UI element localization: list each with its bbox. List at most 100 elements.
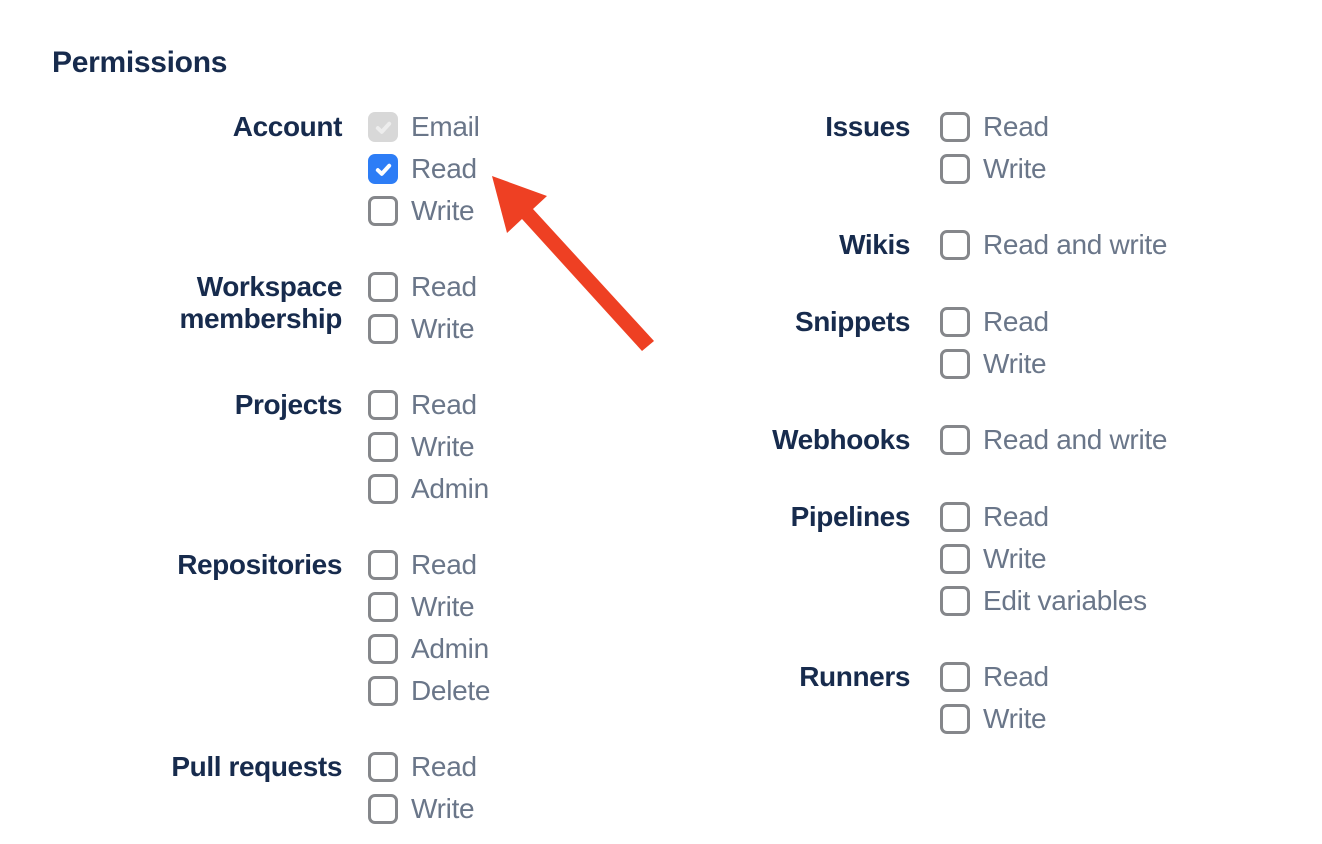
option-repositories-delete[interactable]: Delete xyxy=(368,676,490,706)
option-repositories-admin[interactable]: Admin xyxy=(368,634,490,664)
checkbox-label-projects-read[interactable]: Read xyxy=(411,389,477,420)
permission-group-label-runners: Runners xyxy=(799,661,910,692)
permission-group-label-pull-requests: Pull requests xyxy=(171,751,342,782)
option-workspace-membership-write[interactable]: Write xyxy=(368,314,477,344)
permission-options: Read Write xyxy=(940,112,1049,184)
permission-options: Read and write xyxy=(940,425,1167,455)
option-pipelines-write[interactable]: Write xyxy=(940,544,1147,574)
checkbox-workspace-membership-read[interactable] xyxy=(368,272,398,302)
option-issues-write[interactable]: Write xyxy=(940,154,1049,184)
option-projects-admin[interactable]: Admin xyxy=(368,474,489,504)
option-snippets-read[interactable]: Read xyxy=(940,307,1049,337)
permission-group-label-webhooks: Webhooks xyxy=(772,424,910,455)
option-pipelines-read[interactable]: Read xyxy=(940,502,1147,532)
option-workspace-membership-read[interactable]: Read xyxy=(368,272,477,302)
checkbox-snippets-read[interactable] xyxy=(940,307,970,337)
checkbox-label-repositories-admin[interactable]: Admin xyxy=(411,633,489,664)
permissions-column-left: Account Email Read Write Workspace membe… xyxy=(52,111,490,824)
checkbox-repositories-delete[interactable] xyxy=(368,676,398,706)
checkbox-label-wikis-read-and-write[interactable]: Read and write xyxy=(983,229,1168,260)
permission-group-label-snippets: Snippets xyxy=(794,306,910,337)
checkbox-label-pull-requests-write[interactable]: Write xyxy=(411,793,475,824)
permission-group-label-workspace-membership: Workspace membership xyxy=(179,271,343,334)
checkbox-label-account-write[interactable]: Write xyxy=(411,195,475,226)
permission-options: Read Write Admin xyxy=(368,390,489,504)
option-issues-read[interactable]: Read xyxy=(940,112,1049,142)
permission-group-webhooks: Webhooks Read and write xyxy=(740,424,1167,456)
option-webhooks-read-and-write[interactable]: Read and write xyxy=(940,425,1167,455)
option-projects-read[interactable]: Read xyxy=(368,390,489,420)
checkbox-pull-requests-write[interactable] xyxy=(368,794,398,824)
option-pipelines-edit-variables[interactable]: Edit variables xyxy=(940,586,1147,616)
option-projects-write[interactable]: Write xyxy=(368,432,489,462)
checkbox-projects-admin[interactable] xyxy=(368,474,398,504)
checkbox-label-repositories-write[interactable]: Write xyxy=(411,591,475,622)
checkbox-label-snippets-write[interactable]: Write xyxy=(983,348,1047,379)
option-repositories-write[interactable]: Write xyxy=(368,592,490,622)
permission-options: Read Write Edit variables xyxy=(940,502,1147,616)
permission-options: Read Write xyxy=(940,662,1049,734)
checkbox-webhooks-read-and-write[interactable] xyxy=(940,425,970,455)
permission-group-pull-requests: Pull requests Read Write xyxy=(52,751,490,824)
checkbox-issues-read[interactable] xyxy=(940,112,970,142)
permission-group-workspace-membership: Workspace membership Read Write xyxy=(52,271,490,344)
option-pull-requests-write[interactable]: Write xyxy=(368,794,477,824)
checkbox-pipelines-write[interactable] xyxy=(940,544,970,574)
checkbox-projects-read[interactable] xyxy=(368,390,398,420)
checkbox-label-workspace-membership-write[interactable]: Write xyxy=(411,313,475,344)
permission-group-label-projects: Projects xyxy=(234,389,343,420)
checkbox-repositories-read[interactable] xyxy=(368,550,398,580)
checkbox-workspace-membership-write[interactable] xyxy=(368,314,398,344)
checkbox-repositories-admin[interactable] xyxy=(368,634,398,664)
option-runners-read[interactable]: Read xyxy=(940,662,1049,692)
permission-options: Read Write xyxy=(368,752,477,824)
checkbox-account-write[interactable] xyxy=(368,196,398,226)
checkbox-runners-write[interactable] xyxy=(940,704,970,734)
checkbox-label-projects-write[interactable]: Write xyxy=(411,431,475,462)
checkbox-runners-read[interactable] xyxy=(940,662,970,692)
option-account-read[interactable]: Read xyxy=(368,154,480,184)
permission-options: Read Write xyxy=(368,272,477,344)
checkbox-label-projects-admin[interactable]: Admin xyxy=(411,473,489,504)
option-pull-requests-read[interactable]: Read xyxy=(368,752,477,782)
option-snippets-write[interactable]: Write xyxy=(940,349,1049,379)
checkbox-label-pull-requests-read[interactable]: Read xyxy=(411,751,477,782)
checkbox-label-pipelines-read[interactable]: Read xyxy=(983,501,1049,532)
checkbox-label-pipelines-write[interactable]: Write xyxy=(983,543,1047,574)
checkbox-label-pipelines-edit-variables[interactable]: Edit variables xyxy=(983,585,1147,616)
checkbox-label-account-read[interactable]: Read xyxy=(411,153,477,184)
option-wikis-read-and-write[interactable]: Read and write xyxy=(940,230,1167,260)
checkbox-label-snippets-read[interactable]: Read xyxy=(983,306,1049,337)
permission-group-label-account: Account xyxy=(232,111,343,142)
permission-group-repositories: Repositories Read Write Admin xyxy=(52,549,490,706)
checkbox-label-repositories-delete[interactable]: Delete xyxy=(411,675,491,706)
checkmark-icon xyxy=(375,163,391,176)
checkbox-projects-write[interactable] xyxy=(368,432,398,462)
checkbox-pipelines-edit-variables[interactable] xyxy=(940,586,970,616)
option-runners-write[interactable]: Write xyxy=(940,704,1049,734)
permission-options: Read Write xyxy=(940,307,1049,379)
checkbox-wikis-read-and-write[interactable] xyxy=(940,230,970,260)
checkbox-label-workspace-membership-read[interactable]: Read xyxy=(411,271,477,302)
permission-group-label-repositories: Repositories xyxy=(177,549,342,580)
checkbox-snippets-write[interactable] xyxy=(940,349,970,379)
checkbox-account-email[interactable] xyxy=(368,112,398,142)
checkbox-label-runners-read[interactable]: Read xyxy=(983,661,1049,692)
checkbox-label-issues-read[interactable]: Read xyxy=(983,111,1049,142)
checkbox-label-runners-write[interactable]: Write xyxy=(983,703,1047,734)
option-repositories-read[interactable]: Read xyxy=(368,550,490,580)
option-account-write[interactable]: Write xyxy=(368,196,480,226)
checkbox-label-account-email[interactable]: Email xyxy=(411,111,480,142)
checkbox-repositories-write[interactable] xyxy=(368,592,398,622)
checkbox-label-issues-write[interactable]: Write xyxy=(983,153,1047,184)
permission-group-snippets: Snippets Read Write xyxy=(740,306,1167,379)
option-account-email[interactable]: Email xyxy=(368,112,480,142)
checkbox-issues-write[interactable] xyxy=(940,154,970,184)
checkmark-icon xyxy=(375,121,391,134)
checkbox-label-repositories-read[interactable]: Read xyxy=(411,549,477,580)
checkbox-account-read[interactable] xyxy=(368,154,398,184)
checkbox-pull-requests-read[interactable] xyxy=(368,752,398,782)
checkbox-pipelines-read[interactable] xyxy=(940,502,970,532)
checkbox-label-webhooks-read-and-write[interactable]: Read and write xyxy=(983,424,1168,455)
